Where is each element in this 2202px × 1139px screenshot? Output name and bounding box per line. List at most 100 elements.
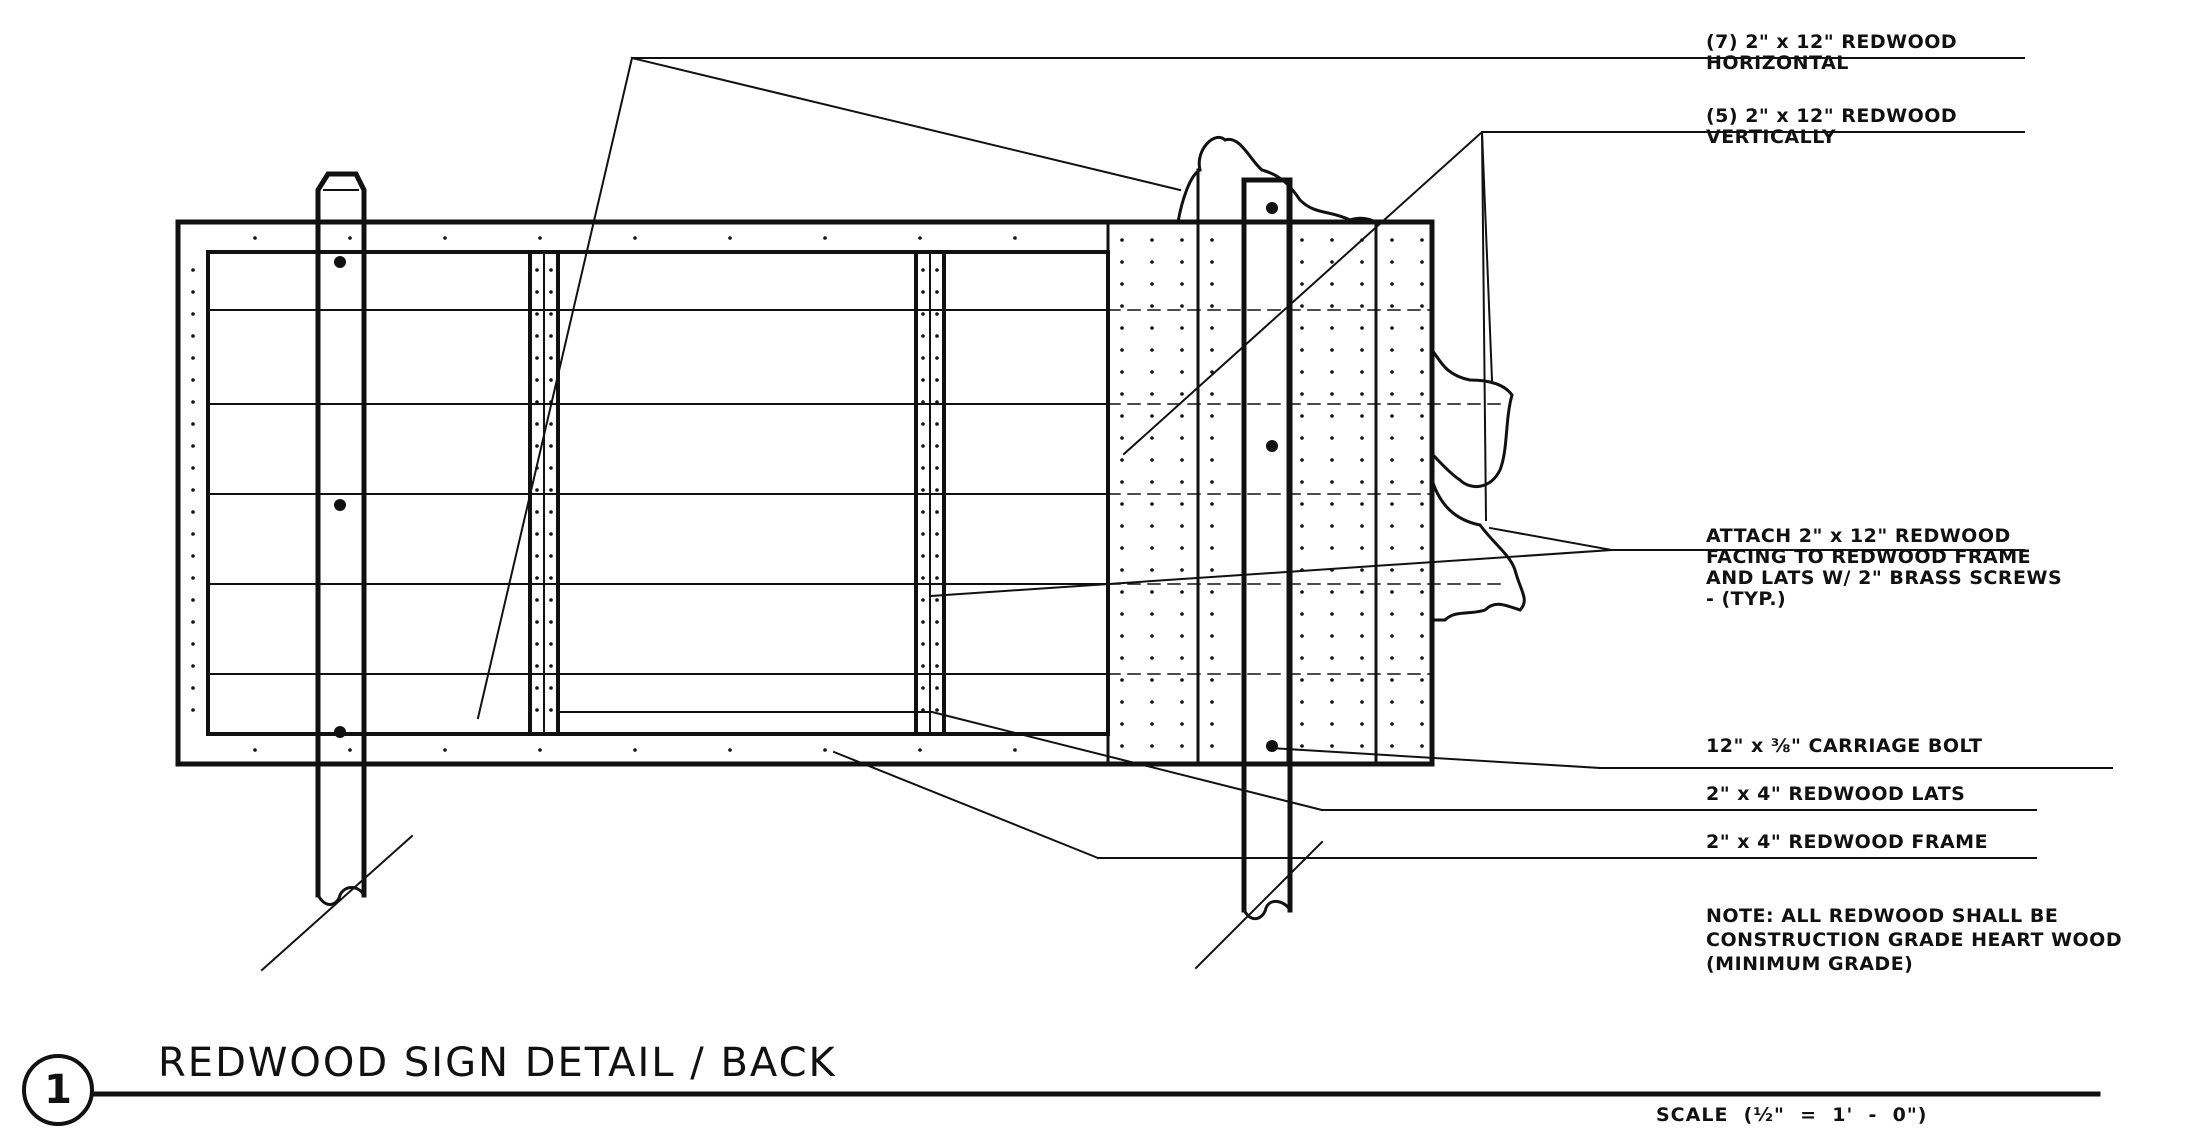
screw-dot xyxy=(935,488,939,492)
screw-dot xyxy=(921,598,925,602)
detail-number-bubble: 1 xyxy=(22,1054,94,1126)
screw-dot xyxy=(549,422,553,426)
screw-dot xyxy=(1300,304,1304,308)
screw-dot xyxy=(921,642,925,646)
screw-dot xyxy=(1150,502,1154,506)
screw-dot xyxy=(1210,304,1214,308)
screw-dot xyxy=(1360,436,1364,440)
screw-dot xyxy=(549,290,553,294)
screw-dot xyxy=(935,422,939,426)
screw-dot xyxy=(1180,370,1184,374)
screw-dot xyxy=(1360,546,1364,550)
screw-dot xyxy=(1180,414,1184,418)
screw-dot xyxy=(823,236,827,240)
screw-dot xyxy=(1420,656,1424,660)
screw-dot xyxy=(1420,304,1424,308)
callout-vertical-line2: VERTICALLY xyxy=(1706,126,1837,148)
screw-dot xyxy=(549,334,553,338)
screw-dot xyxy=(1420,414,1424,418)
screw-dot xyxy=(1120,238,1124,242)
screw-dot xyxy=(1390,722,1394,726)
screw-dot xyxy=(1120,392,1124,396)
screw-dot xyxy=(1180,524,1184,528)
screw-dot xyxy=(935,576,939,580)
screw-dot xyxy=(191,642,195,646)
screw-dot xyxy=(1390,392,1394,396)
screw-dot xyxy=(1360,238,1364,242)
screw-dot xyxy=(1300,480,1304,484)
screw-dot xyxy=(1120,370,1124,374)
screw-dot xyxy=(535,400,539,404)
screw-dot xyxy=(1420,524,1424,528)
callout-horizontal-line2: HORIZONTAL xyxy=(1706,52,1849,74)
screw-dot xyxy=(1420,480,1424,484)
screw-dot xyxy=(1300,326,1304,330)
screw-dot xyxy=(1360,590,1364,594)
screw-dot xyxy=(921,510,925,514)
screw-dot xyxy=(1360,634,1364,638)
screw-dot xyxy=(1120,634,1124,638)
screw-dot xyxy=(1360,304,1364,308)
screw-dot xyxy=(1120,480,1124,484)
screw-dot xyxy=(1120,700,1124,704)
screw-dot xyxy=(935,664,939,668)
screw-dot xyxy=(1360,678,1364,682)
screw-dot xyxy=(935,598,939,602)
screw-dot xyxy=(1360,260,1364,264)
screw-dot xyxy=(1420,348,1424,352)
screw-dot xyxy=(1360,744,1364,748)
screw-dot xyxy=(1210,656,1214,660)
screw-dot xyxy=(1120,590,1124,594)
screw-dot xyxy=(535,620,539,624)
callout-vertical-boards: (5) 2" x 12" REDWOOD VERTICALLY xyxy=(1706,106,1957,148)
screw-dot xyxy=(1300,524,1304,528)
screw-dot xyxy=(1150,678,1154,682)
screw-dot xyxy=(535,554,539,558)
screw-dot xyxy=(1300,744,1304,748)
note-line3: (MINIMUM GRADE) xyxy=(1706,953,1914,975)
leader-lines xyxy=(476,56,2113,860)
screw-dot xyxy=(1210,392,1214,396)
screw-dot xyxy=(1180,502,1184,506)
screw-dot xyxy=(1120,612,1124,616)
screw-dot xyxy=(1300,392,1304,396)
screw-dot xyxy=(1180,392,1184,396)
screw-dot xyxy=(935,400,939,404)
callout-attach-facing: ATTACH 2" x 12" REDWOOD FACING TO REDWOO… xyxy=(1706,526,2062,610)
screw-dot xyxy=(1120,348,1124,352)
screw-dot xyxy=(1210,348,1214,352)
screw-dot xyxy=(935,290,939,294)
screw-dot xyxy=(1360,722,1364,726)
screw-dot xyxy=(921,290,925,294)
screw-dot xyxy=(1330,678,1334,682)
screw-dot xyxy=(1420,238,1424,242)
screw-dot xyxy=(1330,700,1334,704)
screw-dot xyxy=(549,598,553,602)
screw-dot xyxy=(1390,612,1394,616)
screw-dot xyxy=(935,510,939,514)
screw-dot xyxy=(549,356,553,360)
screw-dot xyxy=(1150,590,1154,594)
screw-dot xyxy=(535,422,539,426)
screw-dot xyxy=(1390,656,1394,660)
screw-dot xyxy=(921,488,925,492)
screw-dot xyxy=(921,334,925,338)
screw-dot xyxy=(1210,568,1214,572)
screw-dot xyxy=(549,488,553,492)
screw-dot xyxy=(1300,656,1304,660)
screw-dot xyxy=(935,642,939,646)
note-line2: CONSTRUCTION GRADE HEART WOOD xyxy=(1706,929,2123,951)
screw-dot xyxy=(935,532,939,536)
screw-dot xyxy=(1300,502,1304,506)
screw-dot xyxy=(1180,304,1184,308)
screw-dot xyxy=(1390,700,1394,704)
screw-dot xyxy=(1180,678,1184,682)
screw-dot xyxy=(535,708,539,712)
screw-dot xyxy=(1120,744,1124,748)
screw-dot xyxy=(549,620,553,624)
screw-dot xyxy=(1120,282,1124,286)
screw-dot xyxy=(935,268,939,272)
screw-dot xyxy=(1180,260,1184,264)
screw-dot xyxy=(191,400,195,404)
screw-dot xyxy=(1150,524,1154,528)
